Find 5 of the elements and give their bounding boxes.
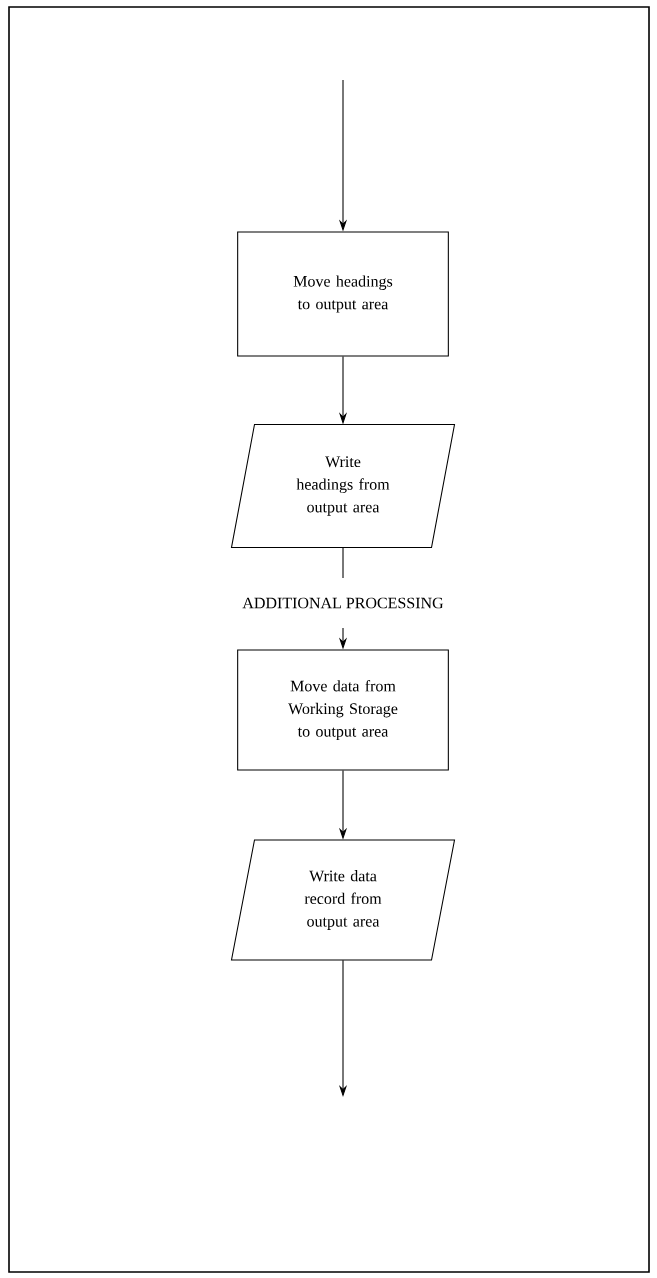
process-box: Move data from Working Storage to output area: [237, 649, 449, 771]
section-label: ADDITIONAL PROCESSING: [242, 597, 444, 609]
process-box: Move headings to output area: [237, 231, 449, 357]
input-output-parallelogram: Write data record from output area: [230, 839, 456, 961]
input-output-parallelogram: Write headings from output area: [230, 423, 456, 549]
